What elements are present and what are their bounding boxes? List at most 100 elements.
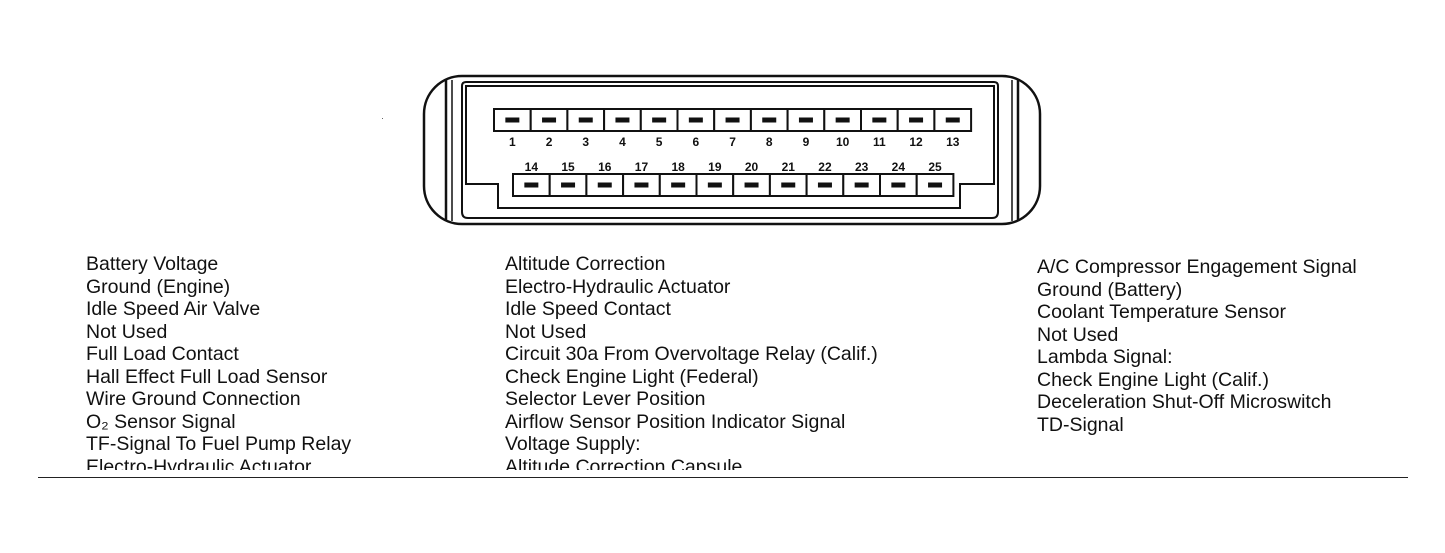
legend-text: Lambda Signal:	[1037, 346, 1173, 368]
pin-contact	[671, 182, 686, 188]
legend-text: Hall Effect Full Load Sensor	[86, 365, 328, 388]
pin-number: 23	[855, 160, 869, 174]
legend-text: Idle Speed Air Valve	[86, 298, 261, 320]
pin-18: 18	[658, 160, 698, 197]
pin-21: 21	[768, 160, 808, 197]
pin-number: 6	[693, 135, 700, 149]
legend-text: Check Engine Light (Calif.)	[1037, 368, 1269, 391]
legend-text: Not Used	[505, 320, 587, 343]
pin-contact	[781, 182, 796, 188]
pin-number: 15	[561, 160, 575, 174]
legend-column-2: 11.Altitude Correction12.Electro-Hydraul…	[505, 253, 878, 470]
legend-item: 3.Idle Speed Air Valve	[86, 298, 351, 321]
pin-14: 14	[512, 160, 551, 197]
legend-item: 7.Wire Ground Connection	[86, 388, 351, 411]
legend-text: Electro-Hydraulic Actuator	[505, 275, 731, 298]
speck	[382, 118, 383, 119]
legend-text: Altitude Correction	[505, 253, 666, 275]
legend-text: Selector Lever Position	[505, 388, 706, 410]
legend-item: 25.TD-Signal	[1037, 414, 1357, 437]
pin-22: 22	[805, 160, 845, 197]
legend-text: Battery Voltage	[86, 253, 219, 275]
legend-text: Check Engine Light (Federal)	[505, 365, 759, 388]
legend-item: 13.Idle Speed Contact	[505, 298, 878, 321]
pin-number: 22	[818, 160, 832, 174]
pin-contact	[798, 117, 813, 123]
pin-contact	[854, 182, 869, 188]
divider-line	[38, 477, 1408, 478]
cavity-key	[465, 85, 995, 209]
legend-item: 23.Lambda Signal:Check Engine Light (Cal…	[1037, 346, 1357, 391]
pin-contact	[762, 117, 777, 123]
pin-17: 17	[622, 160, 661, 197]
pin-12: 12	[896, 108, 936, 149]
pin-number: 5	[656, 135, 663, 149]
pin-number: 14	[525, 160, 539, 174]
legend-text: O₂ Sensor Signal	[86, 410, 236, 433]
pin-10: 10	[823, 108, 862, 149]
pin-number: 20	[745, 160, 759, 174]
pin-number: 10	[836, 135, 850, 149]
pin-contact	[652, 117, 667, 123]
pin-contact	[744, 182, 759, 188]
legend-item: 6.Hall Effect Full Load Sensor	[86, 366, 351, 389]
pin-number: 13	[946, 135, 960, 149]
legend-item: 17.Airflow Sensor Position Indicator Sig…	[505, 411, 878, 434]
legend-text: Idle Speed Contact	[505, 298, 671, 320]
legend-item: 24.Deceleration Shut-Off Microswitch	[1037, 391, 1357, 414]
pin-number: 19	[708, 160, 722, 174]
pin-number: 24	[892, 160, 906, 174]
pin-number: 2	[546, 135, 553, 149]
legend-item: 21.Coolant Temperature Sensor	[1037, 301, 1357, 324]
pin-number: 4	[619, 135, 626, 149]
pin-number: 7	[729, 135, 736, 149]
pin-number: 21	[782, 160, 796, 174]
pin-number: 16	[598, 160, 612, 174]
pin-contact	[707, 182, 722, 188]
pin-number: 18	[671, 160, 685, 174]
pin-contact	[561, 182, 576, 188]
legend-item: 5.Full Load Contact	[86, 343, 351, 366]
legend-item: 12.Electro-Hydraulic Actuator	[505, 276, 878, 299]
pin-contact	[945, 117, 960, 123]
pin-number: 25	[928, 160, 942, 174]
pin-contact	[817, 182, 832, 188]
pin-contact	[542, 117, 557, 123]
legend-item: 10.Electro-Hydraulic Actuator	[86, 456, 351, 471]
legend-text: TD-Signal	[1037, 413, 1124, 436]
legend-text: Wire Ground Connection	[86, 388, 301, 410]
pin-15: 15	[548, 160, 588, 197]
pin-20: 20	[732, 160, 771, 197]
legend-text: Voltage Supply:	[505, 433, 641, 455]
legend-item: 1.Battery Voltage	[86, 253, 351, 276]
pin-contact	[725, 117, 740, 123]
pin-number: 17	[635, 160, 649, 174]
pin-contact	[505, 117, 520, 123]
pin-8: 8	[749, 108, 789, 149]
pin-contact	[634, 182, 649, 188]
pin-contact	[578, 117, 593, 123]
legend-text: Airflow Sensor Position Indicator Signal	[505, 410, 846, 433]
pin-number: 12	[909, 135, 923, 149]
legend-text: Circuit 30a From Overvoltage Relay (Cali…	[505, 343, 878, 365]
legend-item: 16.Selector Lever Position	[505, 388, 878, 411]
legend-text: Deceleration Shut-Off Microswitch	[1037, 391, 1332, 413]
legend-item: 11.Altitude Correction	[505, 253, 878, 276]
pin-number: 3	[582, 135, 589, 149]
legend-text: Ground (Engine)	[86, 275, 231, 298]
pin-contact	[597, 182, 612, 188]
pin-number: 11	[873, 135, 886, 149]
connector-cavity	[461, 81, 999, 219]
pin-13: 13	[933, 108, 973, 149]
legend-text: Full Load Contact	[86, 343, 239, 365]
legend-item: 2.Ground (Engine)	[86, 276, 351, 299]
pin-25: 25	[915, 160, 955, 197]
legend-text: Ground (Battery)	[1037, 278, 1183, 301]
pin-number: 1	[509, 135, 516, 149]
legend-text: Electro-Hydraulic Actuator	[86, 455, 312, 471]
pin-contact	[615, 117, 630, 123]
legend-item: 22.Not Used	[1037, 324, 1357, 347]
legend-column-1: 1.Battery Voltage2.Ground (Engine)3.Idle…	[86, 253, 351, 470]
legend-item: 18.Voltage Supply:Altitude Correction Ca…	[505, 433, 878, 470]
